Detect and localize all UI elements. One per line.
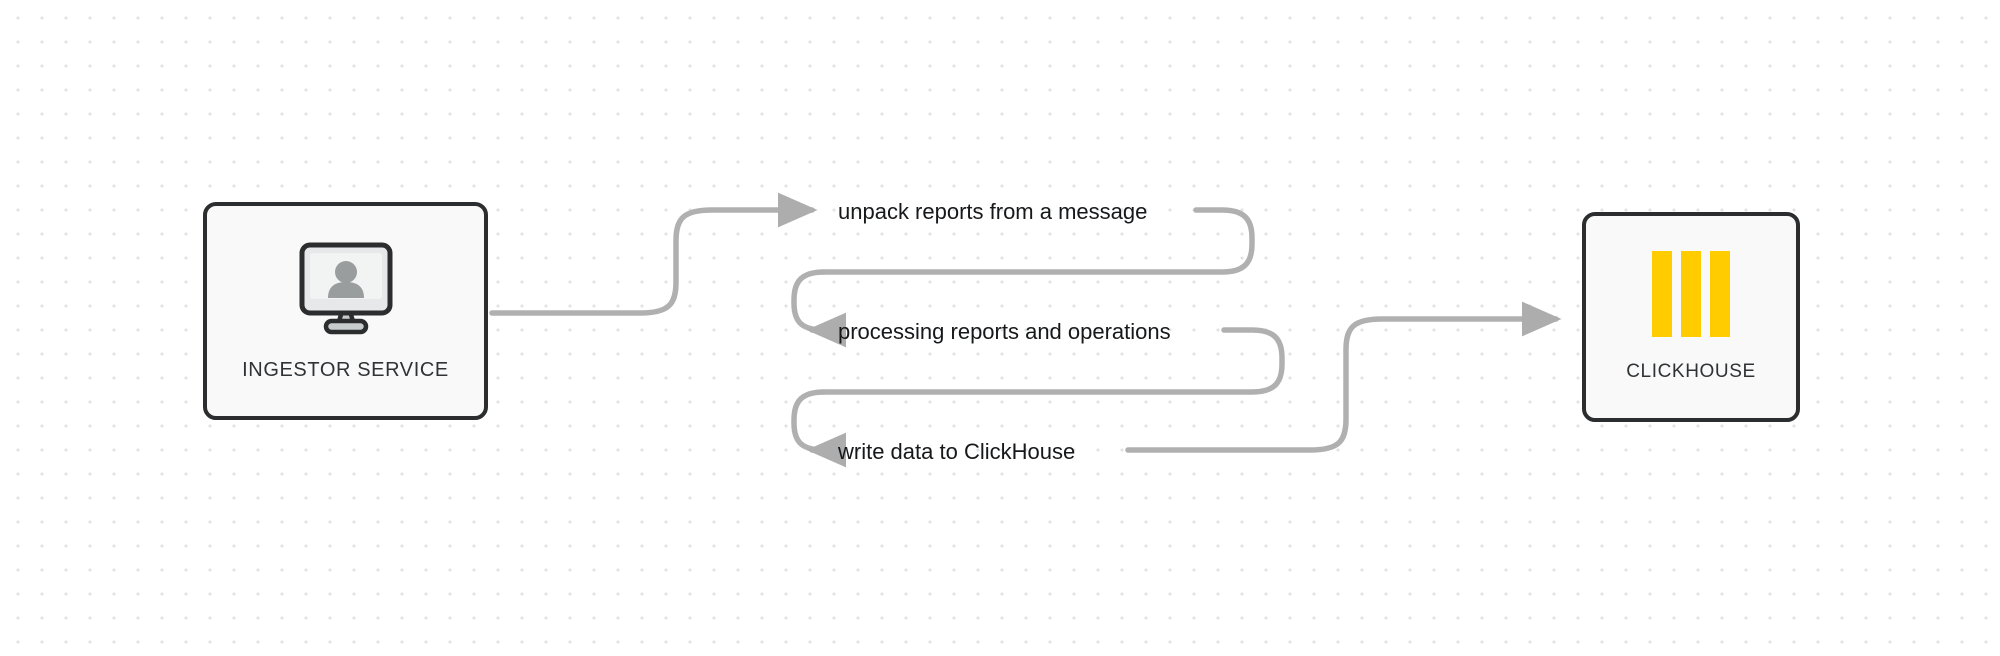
node-ingestor-service[interactable]: INGESTOR SERVICE <box>203 202 488 420</box>
edge-label-step-1: unpack reports from a message <box>838 199 1148 224</box>
edge-segment-source-to-step1 <box>489 192 818 316</box>
node-label-ingestor: INGESTOR SERVICE <box>242 358 449 381</box>
clickhouse-bars-icon <box>1652 251 1730 337</box>
edge-segment-step3-to-clickhouse <box>1125 301 1562 453</box>
node-label-clickhouse: CLICKHOUSE <box>1626 361 1756 382</box>
edge-label-step-3: write data to ClickHouse <box>838 439 1076 464</box>
edge-segment-loop1-to-step2 <box>791 269 847 348</box>
edge-label-step-2: processing reports and operations <box>838 319 1171 344</box>
edge-segment-loop2-to-step3 <box>791 389 847 468</box>
node-clickhouse[interactable]: CLICKHOUSE <box>1582 212 1800 422</box>
monitor-user-icon <box>299 242 392 334</box>
